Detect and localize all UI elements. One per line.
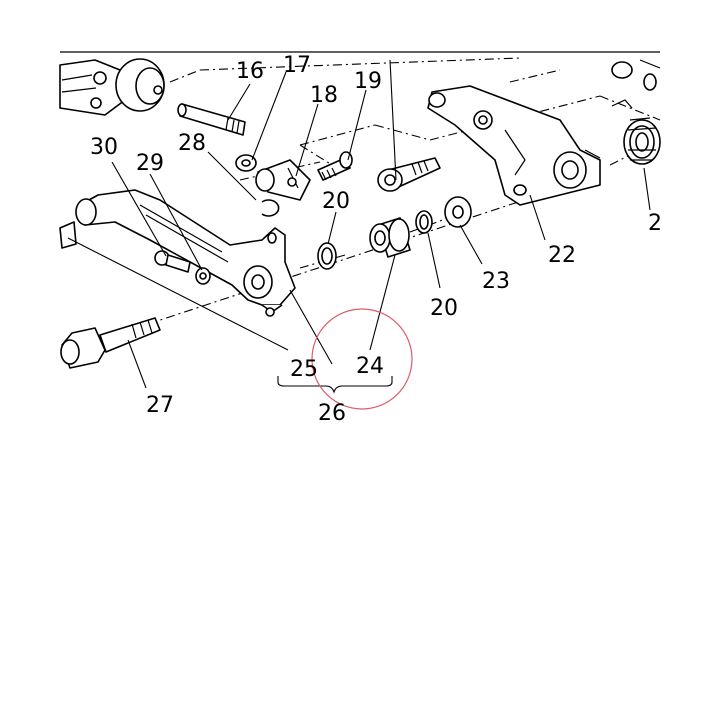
top-left-housing [59,58,165,116]
callout-19: 19 [354,69,382,94]
callout-16: 16 [236,59,264,84]
right-spring [611,99,661,165]
callout-26: 26 [318,401,346,426]
highlight-circle [311,308,413,410]
part-27-pivot-bolt [60,317,161,369]
callout-30: 30 [90,135,118,160]
callout-24: 24 [356,354,384,379]
part-19-bolt [317,151,353,181]
callout-20-right: 20 [430,296,458,321]
part-23-washer [444,196,472,228]
part-18-clevis [255,159,311,201]
part-24-sleeve [369,217,411,258]
callout-22: 22 [548,243,576,268]
callout-23: 23 [482,269,510,294]
callout-28: 28 [178,131,206,156]
leader-lines [67,59,651,389]
pedal-lever [59,189,296,317]
top-right-fragments [611,59,661,91]
part-22-bracket [427,85,601,206]
part-20-washer-left [317,242,337,270]
callout-27: 27 [146,393,174,418]
callout-17: 17 [283,53,311,78]
part-16-pin [177,103,246,136]
part-17-bushing [235,154,257,172]
callout-20-left: 20 [322,189,350,214]
bracket-bolt [377,157,441,192]
callout-25: 25 [290,357,318,382]
part-20-washer-right [415,210,433,234]
part-28-circlip [261,199,280,217]
callout-29: 29 [136,151,164,176]
callout-2: 2 [648,211,662,236]
group-brace-26 [277,376,393,394]
reference-frames [169,57,661,171]
callout-18: 18 [310,83,338,108]
part-29-nut [195,267,211,285]
